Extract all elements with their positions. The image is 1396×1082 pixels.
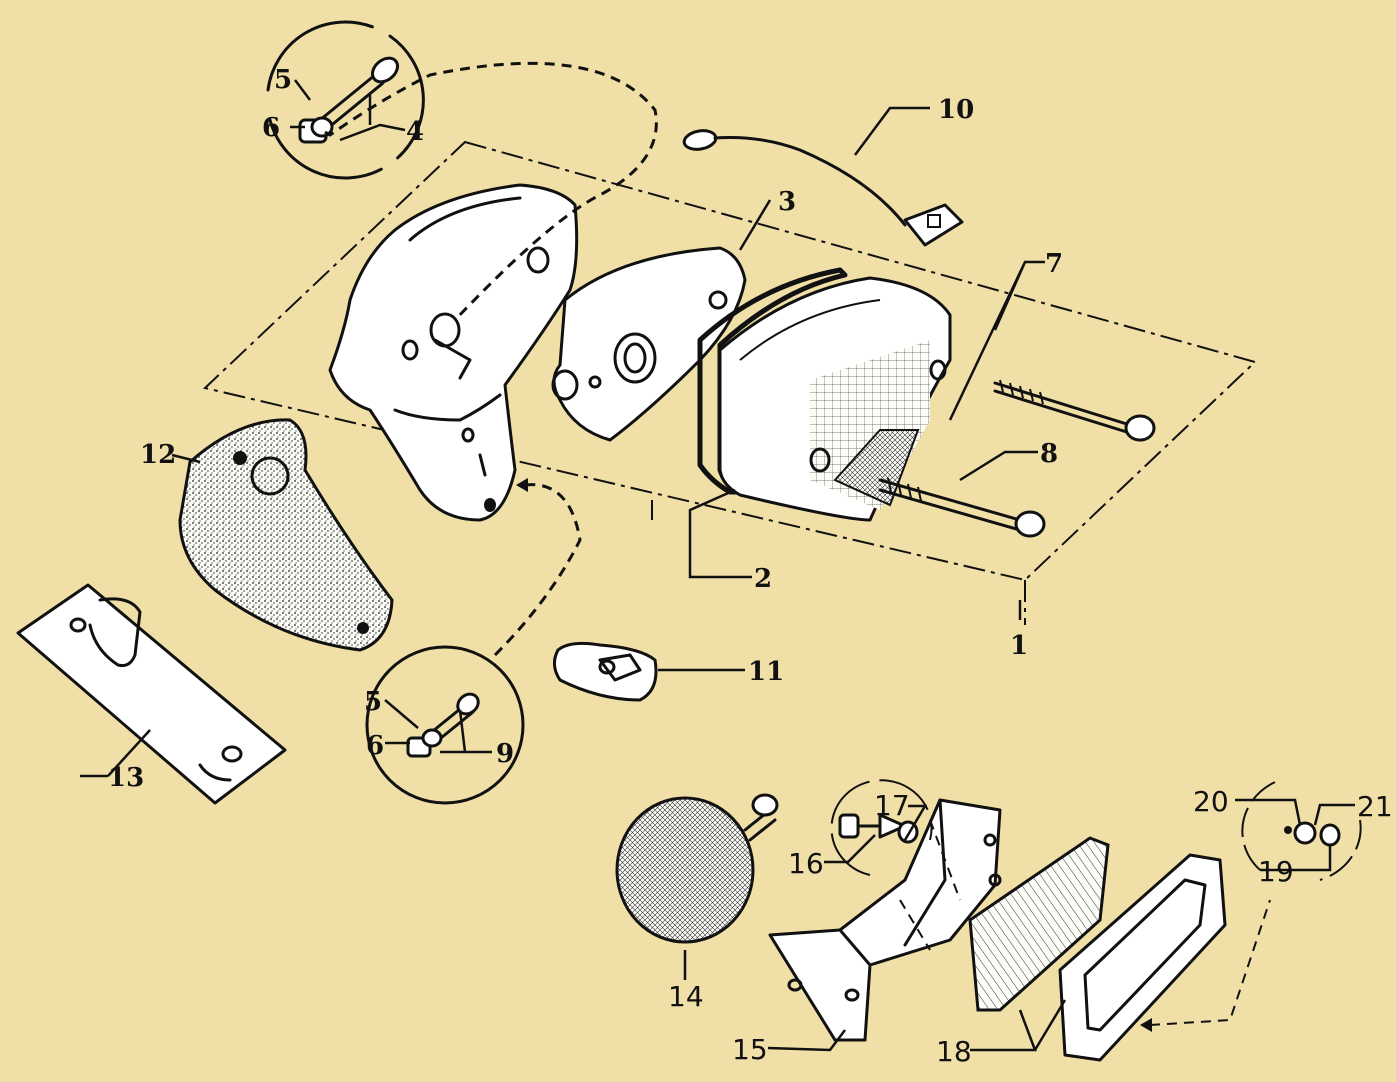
callout-labels: 1 2 3 4 5 5 6 6 7 8 9 10 11 12 13 14 15 … bbox=[108, 65, 1393, 1068]
callout-14: 14 bbox=[668, 980, 704, 1013]
callout-16: 16 bbox=[788, 847, 824, 880]
callout-5-upper: 5 bbox=[274, 65, 292, 95]
callout-2: 2 bbox=[754, 564, 772, 594]
rubber-pad-part-12 bbox=[178, 418, 394, 652]
callout-18: 18 bbox=[936, 1035, 972, 1068]
callout-7: 7 bbox=[1045, 249, 1063, 279]
callout-6-upper: 6 bbox=[262, 113, 280, 143]
callout-1: 1 bbox=[1010, 631, 1028, 661]
reflector-plate-part-3 bbox=[551, 246, 747, 442]
round-reflector-part-14 bbox=[615, 793, 779, 944]
detail-circle-lower bbox=[365, 478, 582, 805]
callout-6-lower: 6 bbox=[366, 731, 384, 761]
callout-13: 13 bbox=[108, 763, 144, 793]
gasket-part-2 bbox=[697, 267, 848, 495]
callout-8: 8 bbox=[1040, 439, 1058, 469]
callout-15: 15 bbox=[732, 1033, 768, 1066]
leader-lines bbox=[80, 79, 1355, 1052]
screw-part-7-lower bbox=[878, 477, 1046, 538]
detail-circle-upper bbox=[266, 20, 658, 322]
detail-circle-19-21 bbox=[1241, 779, 1362, 881]
mounting-frame-outline bbox=[202, 140, 1257, 625]
screw-part-7-upper bbox=[993, 379, 1156, 442]
tail-lamp-lens bbox=[718, 276, 952, 522]
callout-17: 17 bbox=[874, 789, 910, 822]
mounting-plate-part-13 bbox=[16, 583, 287, 805]
callout-9: 9 bbox=[496, 739, 514, 769]
callout-4: 4 bbox=[406, 117, 424, 147]
callout-5-lower: 5 bbox=[364, 687, 382, 717]
lamp-housing-part-1 bbox=[328, 183, 579, 522]
callout-19: 19 bbox=[1258, 855, 1294, 888]
bulb-part-11 bbox=[553, 641, 658, 702]
callout-11: 11 bbox=[748, 657, 784, 687]
bracket-part-15 bbox=[768, 798, 1002, 1042]
reflector-frame bbox=[1058, 853, 1271, 1062]
callout-12: 12 bbox=[140, 440, 176, 470]
rect-reflector-part-18 bbox=[968, 836, 1110, 1012]
callout-3: 3 bbox=[778, 187, 796, 217]
callout-10: 10 bbox=[938, 95, 974, 125]
cable-part-10 bbox=[682, 129, 964, 247]
callout-21: 21 bbox=[1357, 790, 1393, 823]
callout-20: 20 bbox=[1193, 785, 1229, 818]
